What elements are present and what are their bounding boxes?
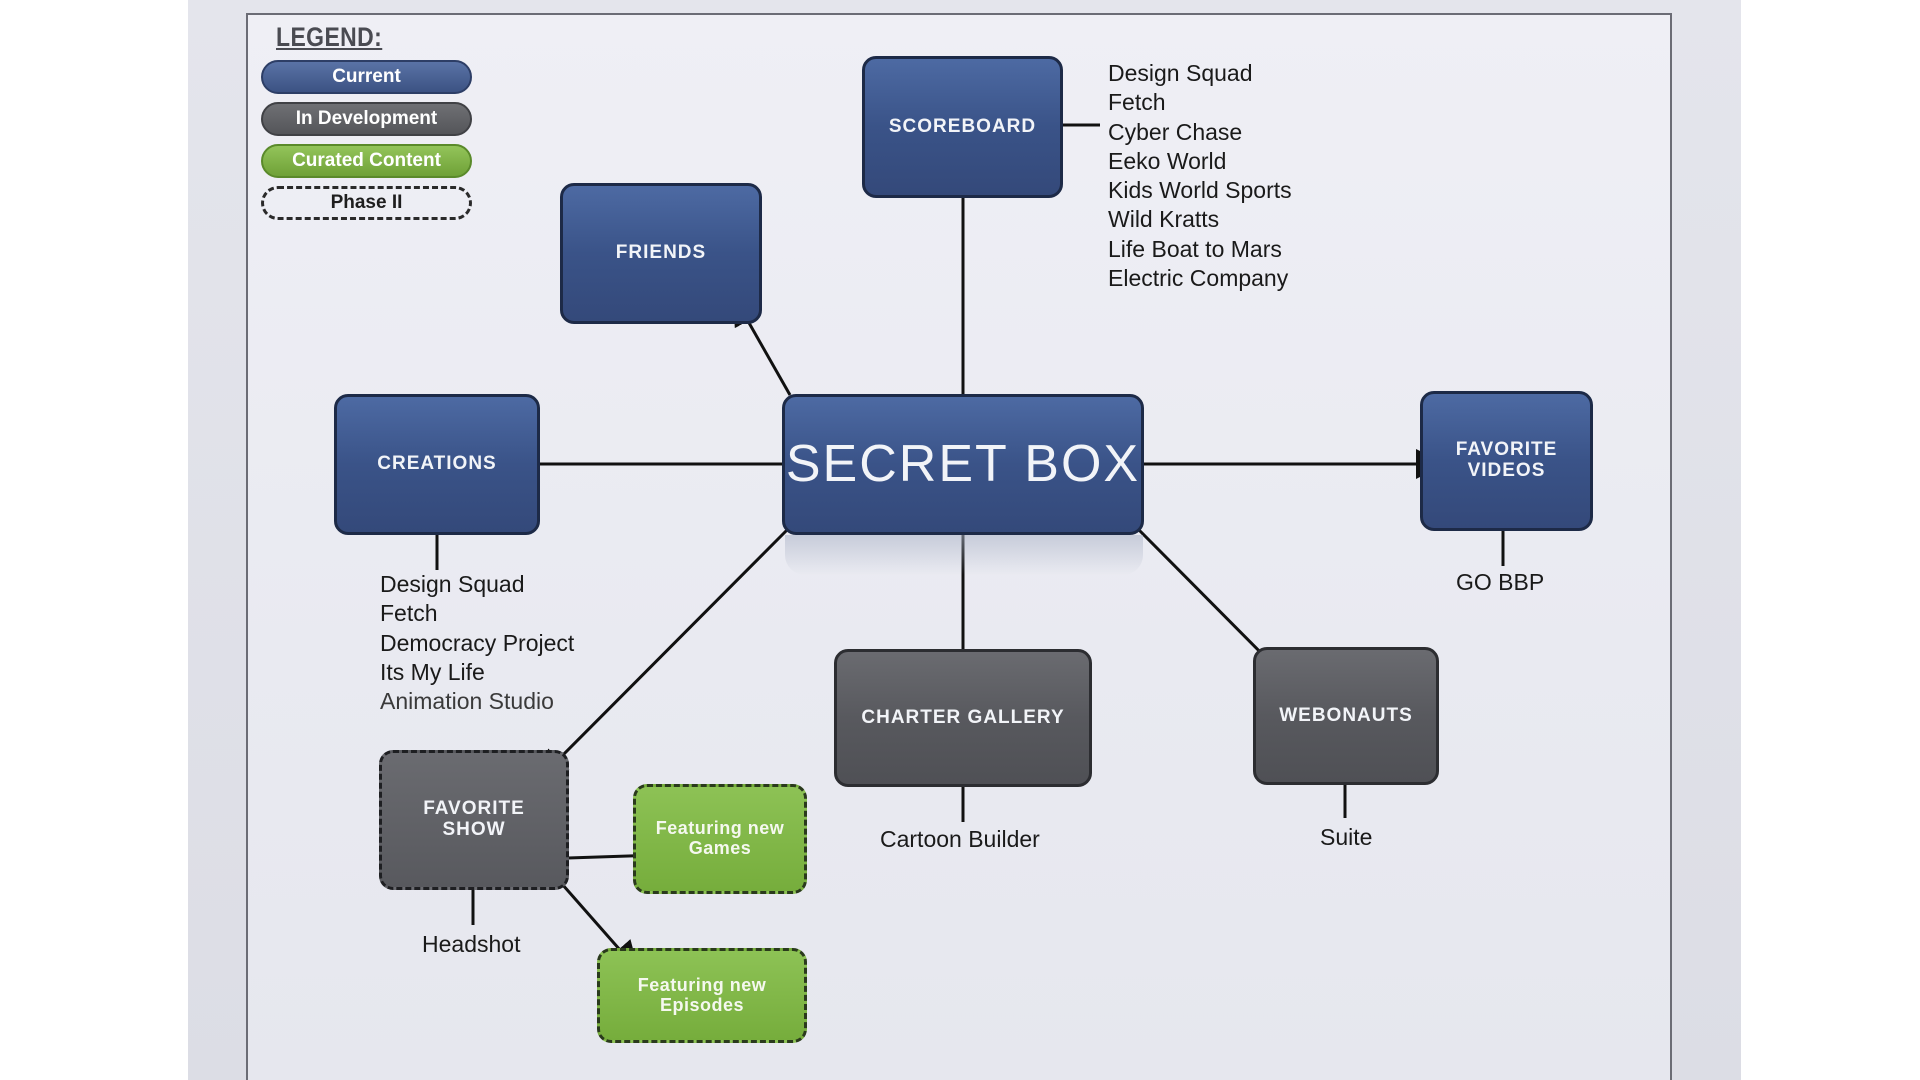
scoreboard-list-item: Kids World Sports (1108, 177, 1292, 204)
favorite-videos-node: FAVORITE VIDEOS (1420, 391, 1593, 531)
scoreboard-list-item: Eeko World (1108, 147, 1227, 174)
hub-reflection (785, 535, 1143, 575)
webonauts-item: Suite (1320, 824, 1373, 850)
charter-gallery-item: Cartoon Builder (880, 826, 1040, 852)
creations-list-item: Design Squad (380, 571, 525, 597)
scoreboard-list-item: Electric Company (1108, 265, 1289, 292)
creations-list-item: Its My Life (380, 658, 485, 685)
charter-gallery-node: CHARTER GALLERY (834, 649, 1092, 787)
scoreboard-list-item: Life Boat to Mars (1108, 235, 1282, 262)
scoreboard-list-item: Cyber Chase (1108, 118, 1243, 145)
creations-list: Design Squad Fetch Democracy Project Its… (380, 570, 574, 716)
favorite-show-node: FAVORITE SHOW (379, 750, 569, 890)
scoreboard-list: Design Squad Fetch Cyber Chase Eeko Worl… (1108, 59, 1292, 293)
favorite-videos-item: GO BBP (1456, 569, 1545, 595)
creations-node: CREATIONS (334, 394, 540, 535)
secret-box-hub: SECRET BOX (782, 394, 1144, 535)
legend-title: LEGEND: (276, 22, 383, 52)
friends-node: FRIENDS (560, 183, 762, 324)
legend-phase-two: Phase II (261, 186, 472, 220)
legend-current: Current (261, 60, 472, 94)
creations-list-item: Animation Studio (380, 688, 554, 715)
legend-in-development: In Development (261, 102, 472, 136)
featuring-new-games-node: Featuring new Games (633, 784, 807, 894)
scoreboard-list-item: Design Squad (1108, 60, 1253, 86)
favorite-show-item: Headshot (422, 931, 521, 957)
featuring-new-episodes-node: Featuring new Episodes (597, 948, 807, 1043)
scoreboard-node: SCOREBOARD (862, 56, 1063, 198)
webonauts-node: WEBONAUTS (1253, 647, 1439, 785)
legend-curated-content: Curated Content (261, 144, 472, 178)
scoreboard-list-item: Wild Kratts (1108, 206, 1220, 233)
creations-list-item: Democracy Project (380, 629, 575, 656)
creations-list-item: Fetch (380, 600, 438, 627)
scoreboard-list-item: Fetch (1108, 89, 1166, 116)
